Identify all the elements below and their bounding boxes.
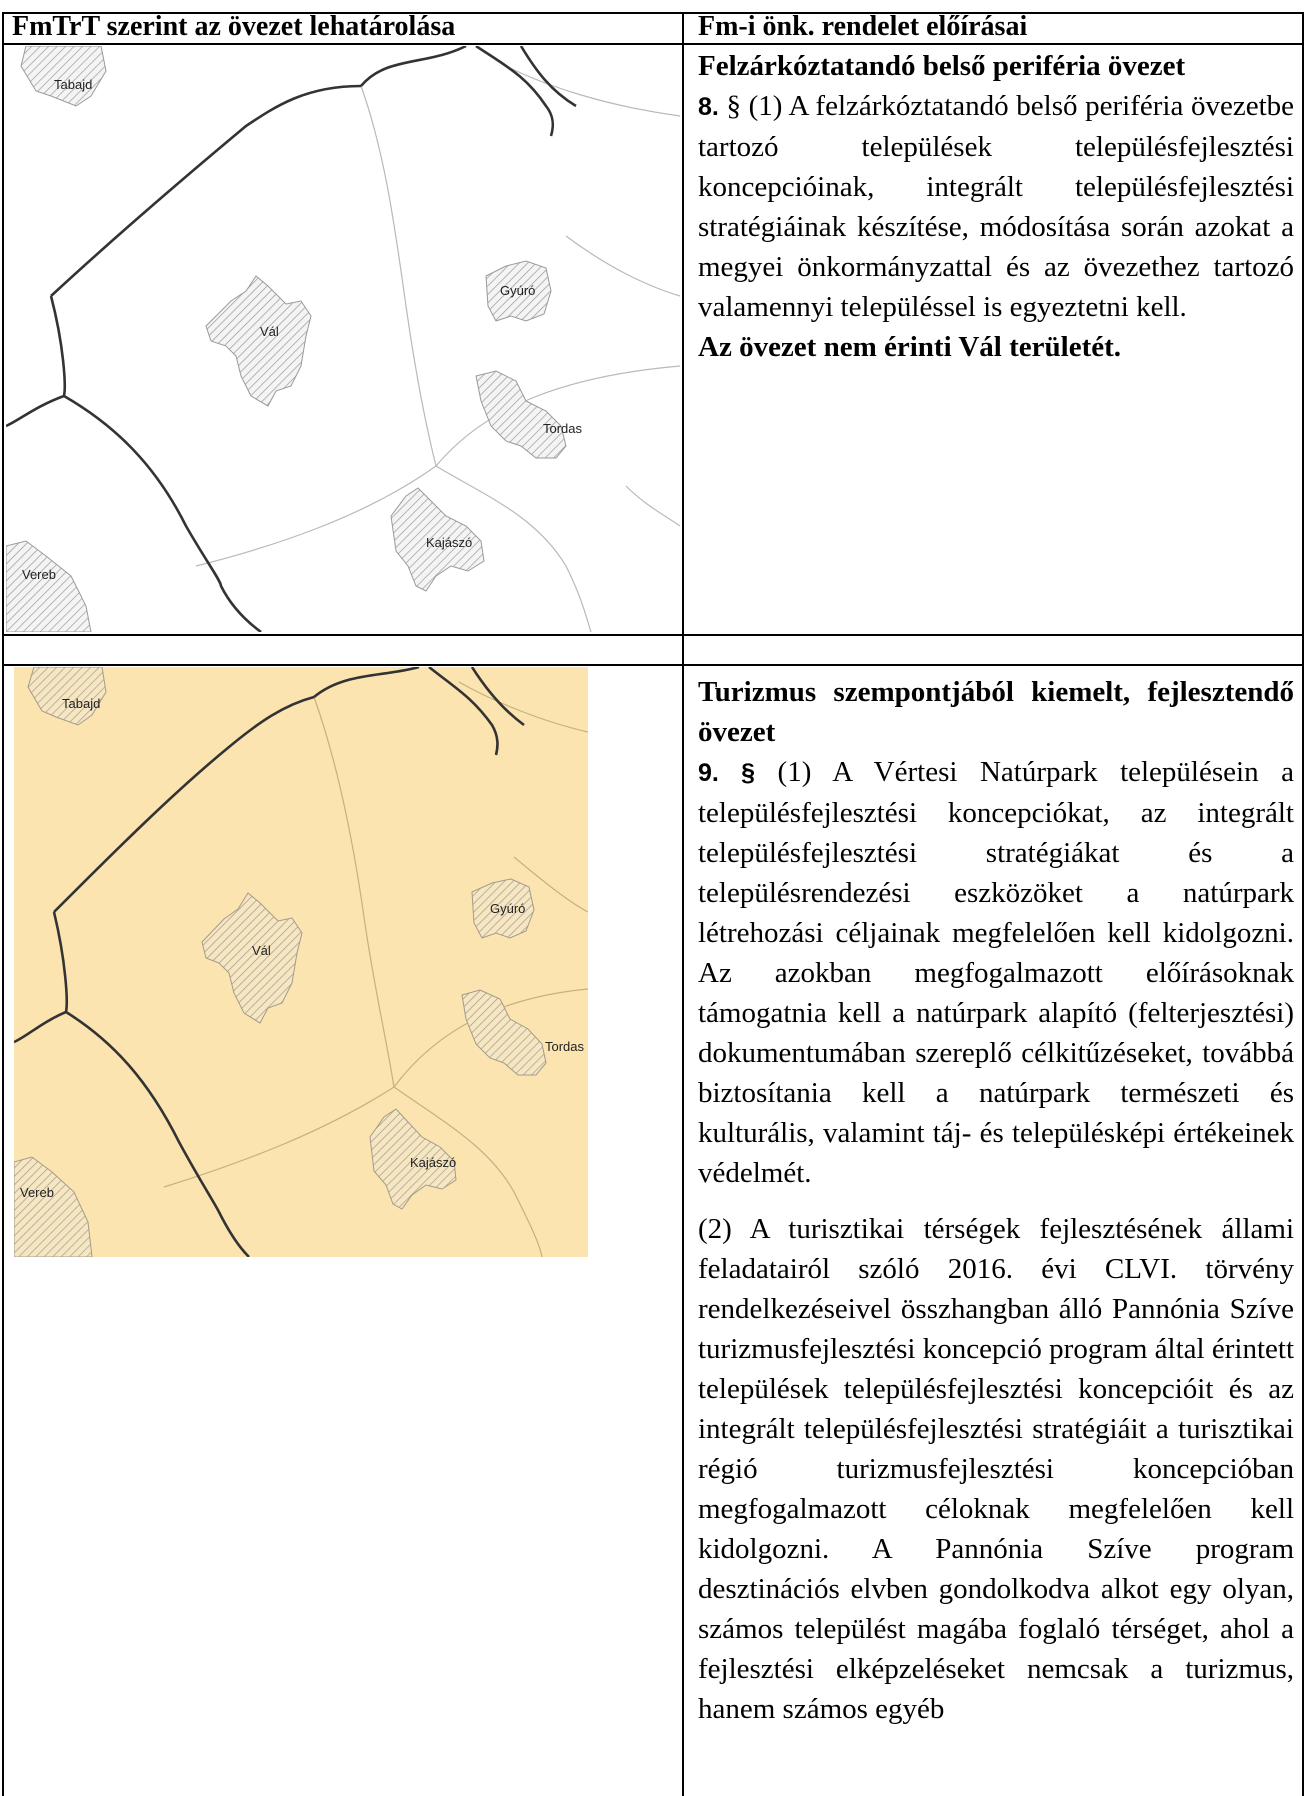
zone-map-periphery: Tabajd Gyúró Vál Tordas Kajászó Vereb bbox=[6, 46, 680, 632]
column-header-regulation: Fm-i önk. rendelet előírásai bbox=[698, 11, 1028, 42]
table-column-divider bbox=[682, 12, 684, 1796]
section-title-periphery: Felzárkóztatandó belső periféria övezet bbox=[698, 50, 1186, 82]
map2-label-val: Vál bbox=[252, 943, 271, 958]
regulation-section-periphery: Felzárkóztatandó belső periféria övezet … bbox=[698, 46, 1294, 367]
paragraph-8-text: § (1) A felzárkóztatandó belső periféria… bbox=[698, 90, 1294, 323]
table-border-left bbox=[2, 12, 4, 1796]
map2-label-tordas: Tordas bbox=[545, 1039, 585, 1054]
map1-label-vereb: Vereb bbox=[22, 567, 56, 582]
map2-label-tabajd: Tabajd bbox=[62, 696, 100, 711]
table-row1-bottom bbox=[2, 634, 1304, 636]
table-border-top bbox=[2, 12, 1304, 14]
map1-label-gyuro: Gyúró bbox=[500, 283, 535, 298]
map1-label-kajaszo: Kajászó bbox=[426, 535, 472, 550]
map1-label-tordas: Tordas bbox=[543, 421, 583, 436]
paragraph-9-1-text: (1) A Vértesi Natúrpark településein a t… bbox=[698, 756, 1294, 1189]
map2-label-gyuro: Gyúró bbox=[490, 901, 525, 916]
regulation-section-tourism: Turizmus szempontjából kiemelt, fejleszt… bbox=[698, 672, 1294, 1729]
table-header-bottom bbox=[2, 43, 1304, 45]
map2-label-kajaszo: Kajászó bbox=[410, 1155, 456, 1170]
paragraph-number-9: 9. § bbox=[698, 759, 755, 787]
section-title-tourism: Turizmus szempontjából kiemelt, fejleszt… bbox=[698, 676, 1294, 748]
zone-map-tourism: Tabajd Gyúró Vál Tordas Kajászó Vereb bbox=[14, 667, 588, 1257]
paragraph-9-2-text: (2) A turisztikai térségek fejlesztéséne… bbox=[698, 1213, 1294, 1725]
note-not-affecting-val: Az övezet nem érinti Vál területét. bbox=[698, 331, 1122, 363]
map1-label-tabajd: Tabajd bbox=[54, 77, 92, 92]
table-border-right bbox=[1302, 12, 1304, 1796]
column-header-zone-delimitation: FmTrT szerint az övezet lehatárolása bbox=[12, 11, 456, 42]
map1-label-val: Vál bbox=[260, 324, 279, 339]
table-row2-bottom bbox=[2, 664, 1304, 666]
paragraph-number-8: 8. bbox=[698, 93, 719, 121]
map2-label-vereb: Vereb bbox=[20, 1185, 54, 1200]
